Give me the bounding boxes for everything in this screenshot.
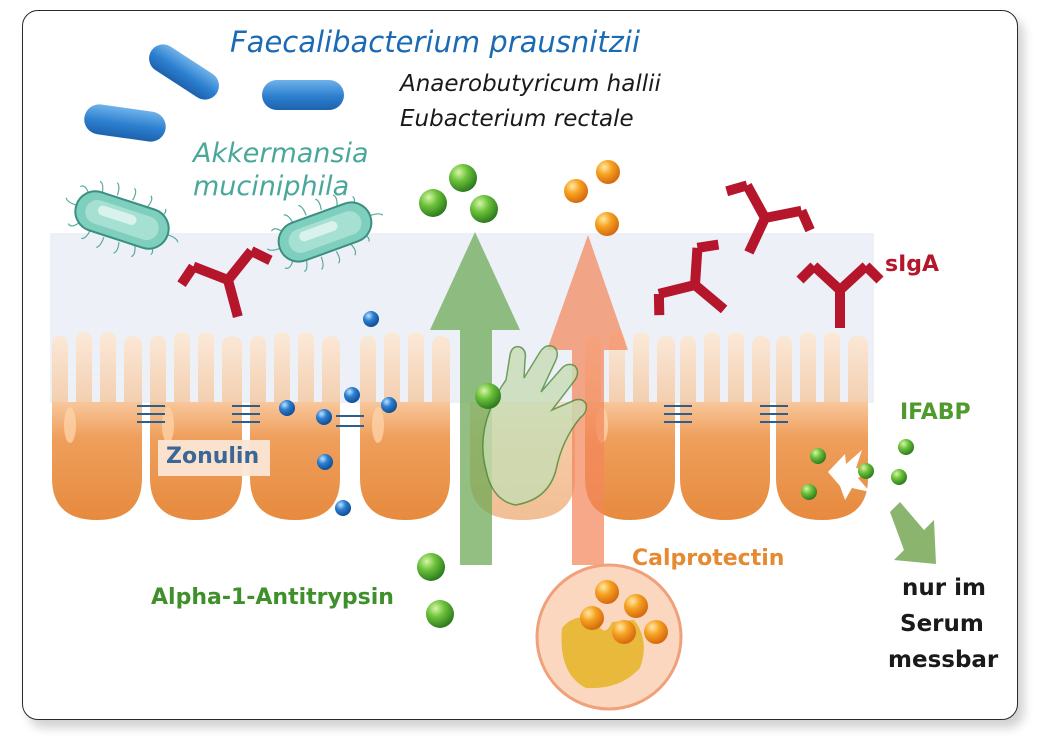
serum-label-line2: Serum [900, 611, 984, 637]
down-arrow-icon [890, 502, 936, 564]
serum-label-line3: messbar [888, 647, 999, 673]
blue-zonulin-dot-icon [363, 311, 379, 327]
siga-label: sIgA [885, 252, 940, 277]
antibody-icon [177, 246, 273, 318]
faecalibacterium-label: Faecalibacterium prausnitzii [230, 25, 641, 59]
antibody-icon [653, 239, 728, 316]
green-protein-sphere-icon [419, 189, 447, 217]
epithelial-cell [250, 332, 340, 520]
tight-junction-icon [232, 405, 260, 423]
eubacterium-label: Eubacterium rectale [400, 106, 634, 132]
antibody-icon [725, 180, 815, 255]
green-protein-sphere-icon [470, 195, 498, 223]
green-flagellated-bacterium-icon [65, 180, 179, 258]
green-flagellated-bacterium-icon [266, 194, 384, 273]
serum-label-line1: nur im [902, 575, 986, 601]
hand-icon [482, 345, 588, 506]
burst-icon [828, 450, 872, 500]
tight-junction-icon [760, 405, 788, 423]
antibody-icon [796, 262, 884, 328]
blue-rod-bacterium-icon [84, 104, 166, 142]
green-protein-sphere-icon [801, 484, 817, 500]
blue-rod-bacterium-icon [149, 44, 219, 100]
blue-zonulin-dot-icon [335, 500, 351, 516]
zonulin-dots [279, 311, 397, 516]
green-protein-sphere-icon [426, 600, 454, 628]
blue-rod-bacterium-icon [262, 80, 344, 110]
green-protein-sphere-icon [449, 164, 477, 192]
siga-antibodies [177, 180, 884, 328]
ifabp-label: IFABP [900, 400, 971, 425]
orange-protein-sphere-icon [564, 179, 588, 203]
green-protein-sphere-icon [417, 553, 445, 581]
up-arrow-icon [430, 232, 520, 565]
green-protein-sphere-icon [891, 469, 907, 485]
blue-zonulin-dot-icon [344, 387, 360, 403]
tight-junction-icon [664, 405, 692, 423]
blue-zonulin-dot-icon [317, 454, 333, 470]
tight-junction-icon [336, 415, 364, 427]
calprotectin-spheres [564, 160, 620, 236]
epithelial-cell [680, 332, 770, 520]
up-arrow-icon [547, 235, 628, 565]
blue-zonulin-dot-icon [316, 409, 332, 425]
orange-protein-sphere-icon [595, 212, 619, 236]
tight-junctions [137, 405, 788, 427]
ifabp-spheres [801, 439, 914, 500]
blue-zonulin-dot-icon [279, 400, 295, 416]
alpha1-label: Alpha-1-Antitrypsin [151, 585, 394, 610]
zonulin-label-box [158, 440, 270, 476]
neutrophil-icon [535, 563, 683, 711]
blue-zonulin-dot-icon [381, 397, 397, 413]
akkermansia-label-line1: Akkermansia [193, 138, 369, 169]
green-protein-sphere-icon [475, 383, 501, 409]
akkermansia-label-line2: muciniphila [193, 171, 350, 202]
green-protein-sphere-icon [898, 439, 914, 455]
alpha1-spheres [417, 164, 501, 628]
akkermansia-bacteria [65, 180, 384, 273]
faecalibacterium-bacteria [84, 44, 344, 142]
tight-junction-icon [137, 405, 165, 423]
green-protein-sphere-icon [858, 463, 874, 479]
orange-protein-sphere-icon [596, 160, 620, 184]
calprotectin-label: Calprotectin [632, 546, 785, 571]
zonulin-label: Zonulin [166, 444, 260, 469]
anaerobutyricum-label: Anaerobutyricum hallii [400, 71, 661, 97]
green-protein-sphere-icon [810, 448, 826, 464]
